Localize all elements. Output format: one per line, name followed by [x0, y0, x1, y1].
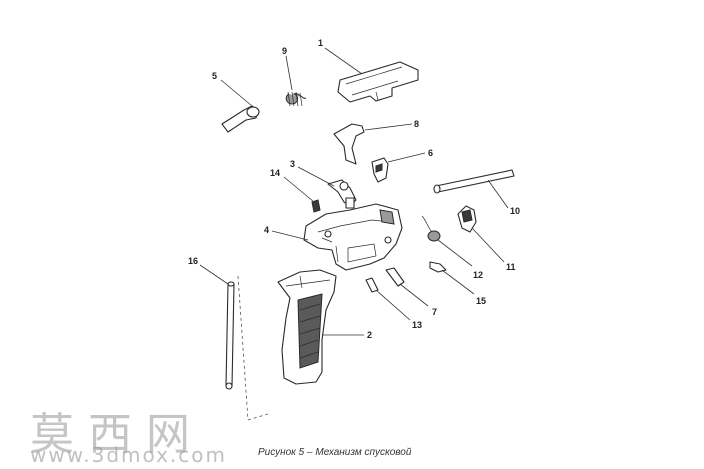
leader-13	[375, 289, 411, 321]
callout-3: 3	[290, 159, 295, 169]
figure-caption: Рисунок 5 – Механизм спусковой	[258, 447, 412, 458]
part-15-plunger	[429, 261, 447, 273]
callout-10: 10	[510, 206, 520, 216]
watermark-url: www.3dmox.com	[30, 443, 228, 467]
leader-14	[283, 176, 315, 203]
leader-12	[437, 239, 473, 267]
part-2-grip	[277, 269, 337, 385]
callout-6: 6	[428, 148, 433, 158]
part-12-hammer-spring	[421, 215, 441, 242]
part-8-trigger	[333, 123, 365, 165]
callout-5: 5	[212, 71, 217, 81]
callout-13: 13	[412, 320, 422, 330]
watermark-chinese: 莫西网	[30, 409, 204, 460]
callout-14: 14	[270, 168, 280, 178]
callout-4: 4	[264, 225, 269, 235]
callout-1: 1	[318, 38, 323, 48]
assembly-guide-dashed	[237, 275, 269, 421]
callout-9: 9	[282, 46, 287, 56]
part-4-housing	[303, 203, 403, 271]
leader-3	[297, 166, 335, 187]
leader-11	[471, 227, 505, 263]
callout-16: 16	[188, 256, 198, 266]
leader-15	[441, 269, 475, 295]
leader-10	[487, 179, 509, 209]
callout-2: 2	[367, 330, 372, 340]
part-5-lever	[221, 105, 260, 133]
callout-11: 11	[506, 262, 516, 272]
leader-1	[324, 47, 363, 75]
leader-9	[285, 55, 293, 91]
leader-7	[399, 283, 429, 307]
part-7-pin	[385, 267, 405, 287]
callout-12: 12	[473, 270, 483, 280]
leader-4	[271, 230, 309, 241]
part-11-hammer	[457, 205, 477, 233]
leader-8	[364, 123, 413, 131]
part-14-small-spring	[311, 199, 321, 213]
part-9-spring	[285, 91, 307, 107]
part-13-small-pin	[365, 277, 379, 293]
leader-5	[220, 79, 253, 107]
leader-6	[387, 152, 426, 163]
part-1-slide	[337, 61, 419, 103]
part-10-long-pin	[433, 169, 515, 194]
part-3-pin	[327, 179, 357, 209]
part-16-long-rod	[225, 281, 235, 390]
callout-7: 7	[432, 307, 437, 317]
callout-15: 15	[476, 296, 486, 306]
callout-8: 8	[414, 119, 419, 129]
part-6-catch	[371, 157, 389, 183]
leader-16	[199, 264, 229, 285]
